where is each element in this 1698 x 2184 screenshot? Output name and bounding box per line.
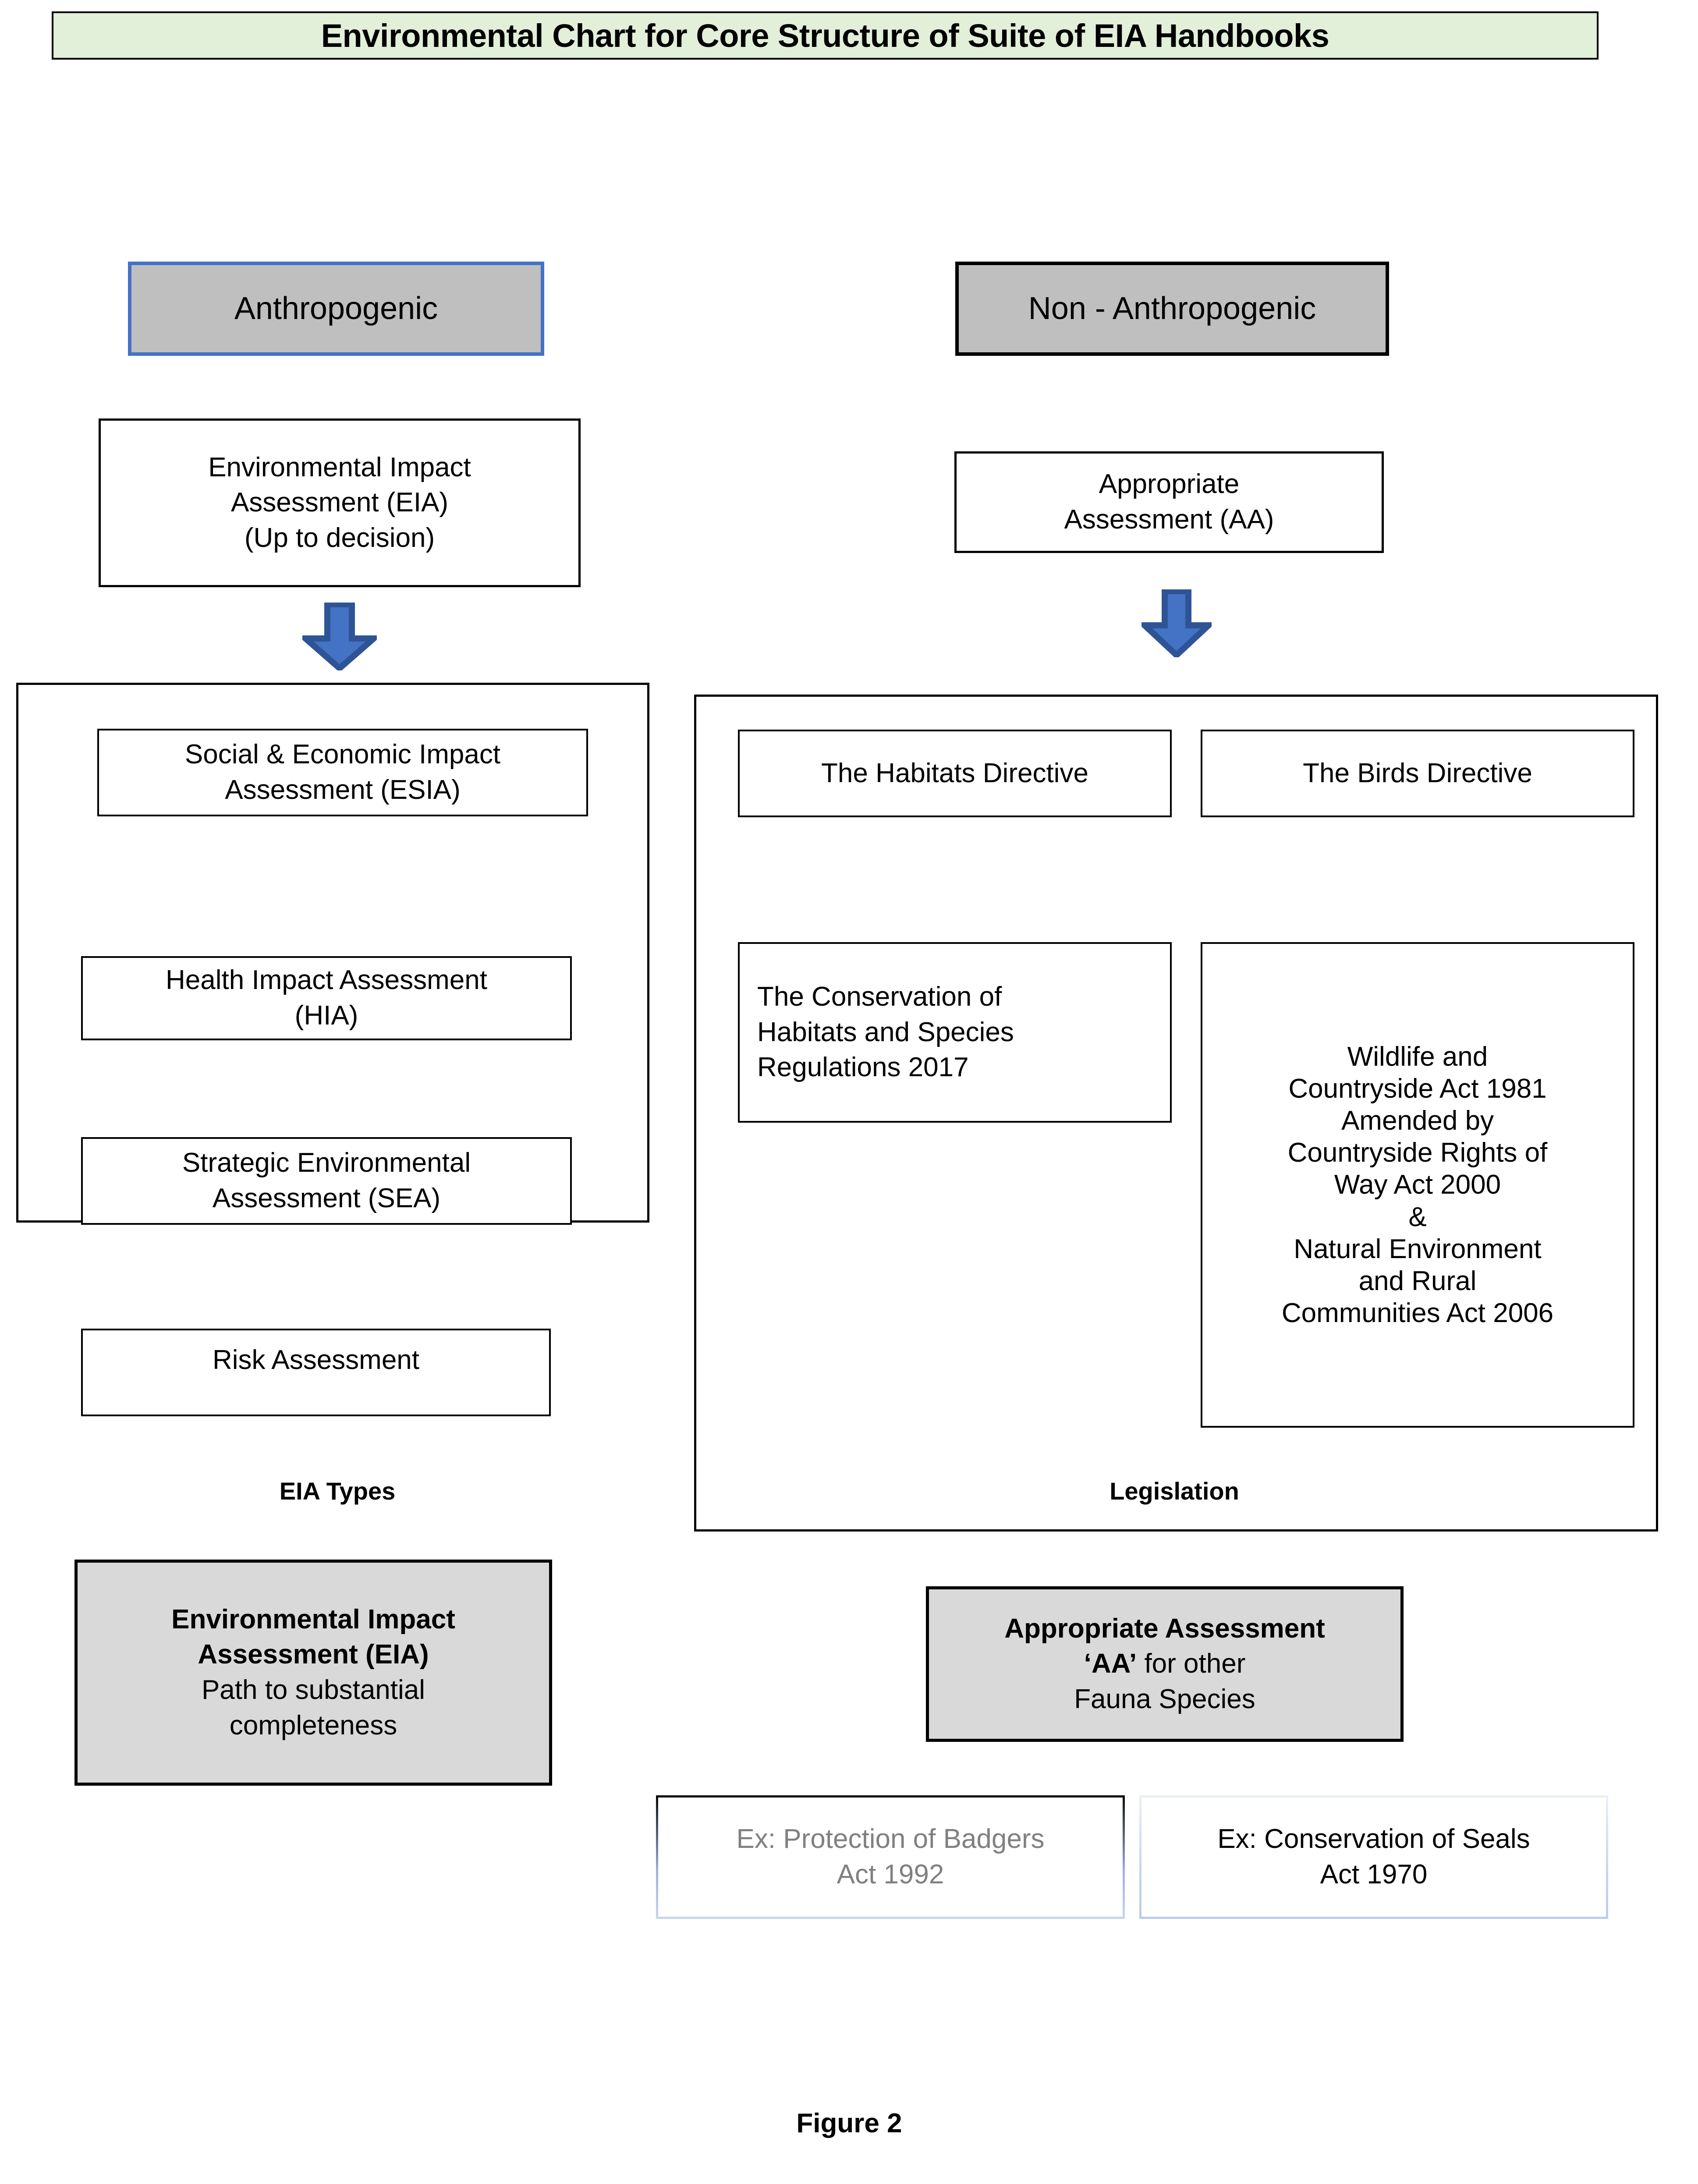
node-birds-directive-line-1: The Birds Directive [1303, 758, 1532, 788]
node-hia: Health Impact Assessment (HIA) [81, 956, 572, 1040]
node-wildlife-line-9: Communities Act 2006 [1281, 1298, 1554, 1329]
node-sea-line-1: Strategic Environmental [182, 1148, 471, 1178]
node-birds-directive: The Birds Directive [1201, 730, 1634, 817]
node-habitats-directive: The Habitats Directive [738, 730, 1172, 817]
node-non-anthropogenic-header: Non - Anthropogenic [955, 262, 1389, 356]
node-wildlife-line-5: Way Act 2000 [1334, 1170, 1501, 1200]
node-aa-outcome-plain-1: Fauna Species [1074, 1684, 1255, 1714]
node-eia-top-line-3: (Up to decision) [244, 522, 435, 553]
node-aa-outcome-mixed-bold: ‘AA’ [1084, 1649, 1137, 1679]
node-risk-assessment-line-1: Risk Assessment [212, 1345, 420, 1375]
node-wildlife-line-6: & [1408, 1202, 1427, 1232]
node-risk-assessment: Risk Assessment [81, 1329, 551, 1416]
node-wildlife-line-3: Amended by [1341, 1106, 1494, 1136]
node-aa-outcome-bold-1: Appropriate Assessment [1004, 1613, 1325, 1644]
node-hia-line-2: (HIA) [294, 1000, 358, 1031]
node-hia-line-1: Health Impact Assessment [166, 965, 487, 996]
node-wildlife-line-1: Wildlife and [1347, 1041, 1488, 1072]
node-aa-top-line-2: Assessment (AA) [1064, 504, 1274, 535]
node-wildlife-line-7: Natural Environment [1294, 1234, 1542, 1264]
node-eia-top-line-2: Assessment (EIA) [230, 487, 449, 518]
node-non-anthropogenic-header-label: Non - Anthropogenic [1028, 291, 1316, 326]
node-eia-outcome-plain-1: Path to substantial [201, 1675, 425, 1705]
node-eia-outcome-bold-1: Environmental Impact [171, 1604, 455, 1634]
node-esia: Social & Economic Impact Assessment (ESI… [97, 729, 588, 816]
node-aa-outcome-mixed: ‘AA’ for other [935, 1646, 1394, 1682]
node-example-badgers-line-1: Ex: Protection of Badgers [736, 1824, 1045, 1854]
node-anthropogenic-header-label: Anthropogenic [234, 291, 438, 326]
node-habitats-directive-line-1: The Habitats Directive [821, 758, 1088, 788]
figure-caption: Figure 2 [796, 2108, 902, 2138]
node-sea-line-2: Assessment (SEA) [212, 1183, 441, 1213]
node-conservation-line-3: Regulations 2017 [757, 1052, 969, 1083]
node-aa-top: Appropriate Assessment (AA) [954, 451, 1384, 553]
node-wildlife-line-2: Countryside Act 1981 [1288, 1073, 1547, 1104]
group-label-legislation: Legislation [1110, 1477, 1239, 1505]
group-legislation [694, 695, 1658, 1532]
node-anthropogenic-header: Anthropogenic [128, 262, 544, 356]
down-arrow-left [297, 601, 382, 673]
node-wildlife-countryside-act: Wildlife and Countryside Act 1981 Amende… [1201, 942, 1634, 1428]
node-eia-outcome: Environmental Impact Assessment (EIA) Pa… [74, 1560, 552, 1786]
node-conservation-habitats-species-regs: The Conservation of Habitats and Species… [738, 942, 1172, 1123]
node-eia-outcome-bold-2: Assessment (EIA) [198, 1639, 429, 1670]
node-aa-outcome: Appropriate Assessment ‘AA’ for other Fa… [926, 1586, 1404, 1742]
node-example-seals: Ex: Conservation of Seals Act 1970 [1139, 1795, 1608, 1919]
node-sea: Strategic Environmental Assessment (SEA) [81, 1137, 572, 1225]
node-wildlife-line-4: Countryside Rights of [1287, 1138, 1548, 1168]
node-wildlife-line-8: and Rural [1358, 1266, 1477, 1296]
node-example-seals-line-1: Ex: Conservation of Seals [1217, 1824, 1530, 1854]
node-esia-line-2: Assessment (ESIA) [225, 775, 461, 805]
node-eia-top: Environmental Impact Assessment (EIA) (U… [99, 418, 581, 587]
node-esia-line-1: Social & Economic Impact [184, 739, 501, 770]
node-example-badgers-line-2: Act 1992 [837, 1859, 944, 1890]
down-arrow-right [1137, 588, 1216, 659]
node-eia-outcome-plain-2: completeness [229, 1710, 397, 1741]
node-aa-outcome-mixed-plain: for other [1137, 1649, 1246, 1679]
node-conservation-line-1: The Conservation of [757, 982, 1002, 1012]
node-eia-top-line-1: Environmental Impact [208, 452, 471, 482]
node-example-badgers: Ex: Protection of Badgers Act 1992 [656, 1795, 1125, 1919]
group-label-eia-types: EIA Types [279, 1477, 396, 1505]
node-example-seals-line-2: Act 1970 [1320, 1859, 1428, 1890]
page-title: Environmental Chart for Core Structure o… [52, 11, 1599, 60]
node-conservation-line-2: Habitats and Species [757, 1017, 1014, 1047]
node-aa-top-line-1: Appropriate [1099, 469, 1240, 500]
